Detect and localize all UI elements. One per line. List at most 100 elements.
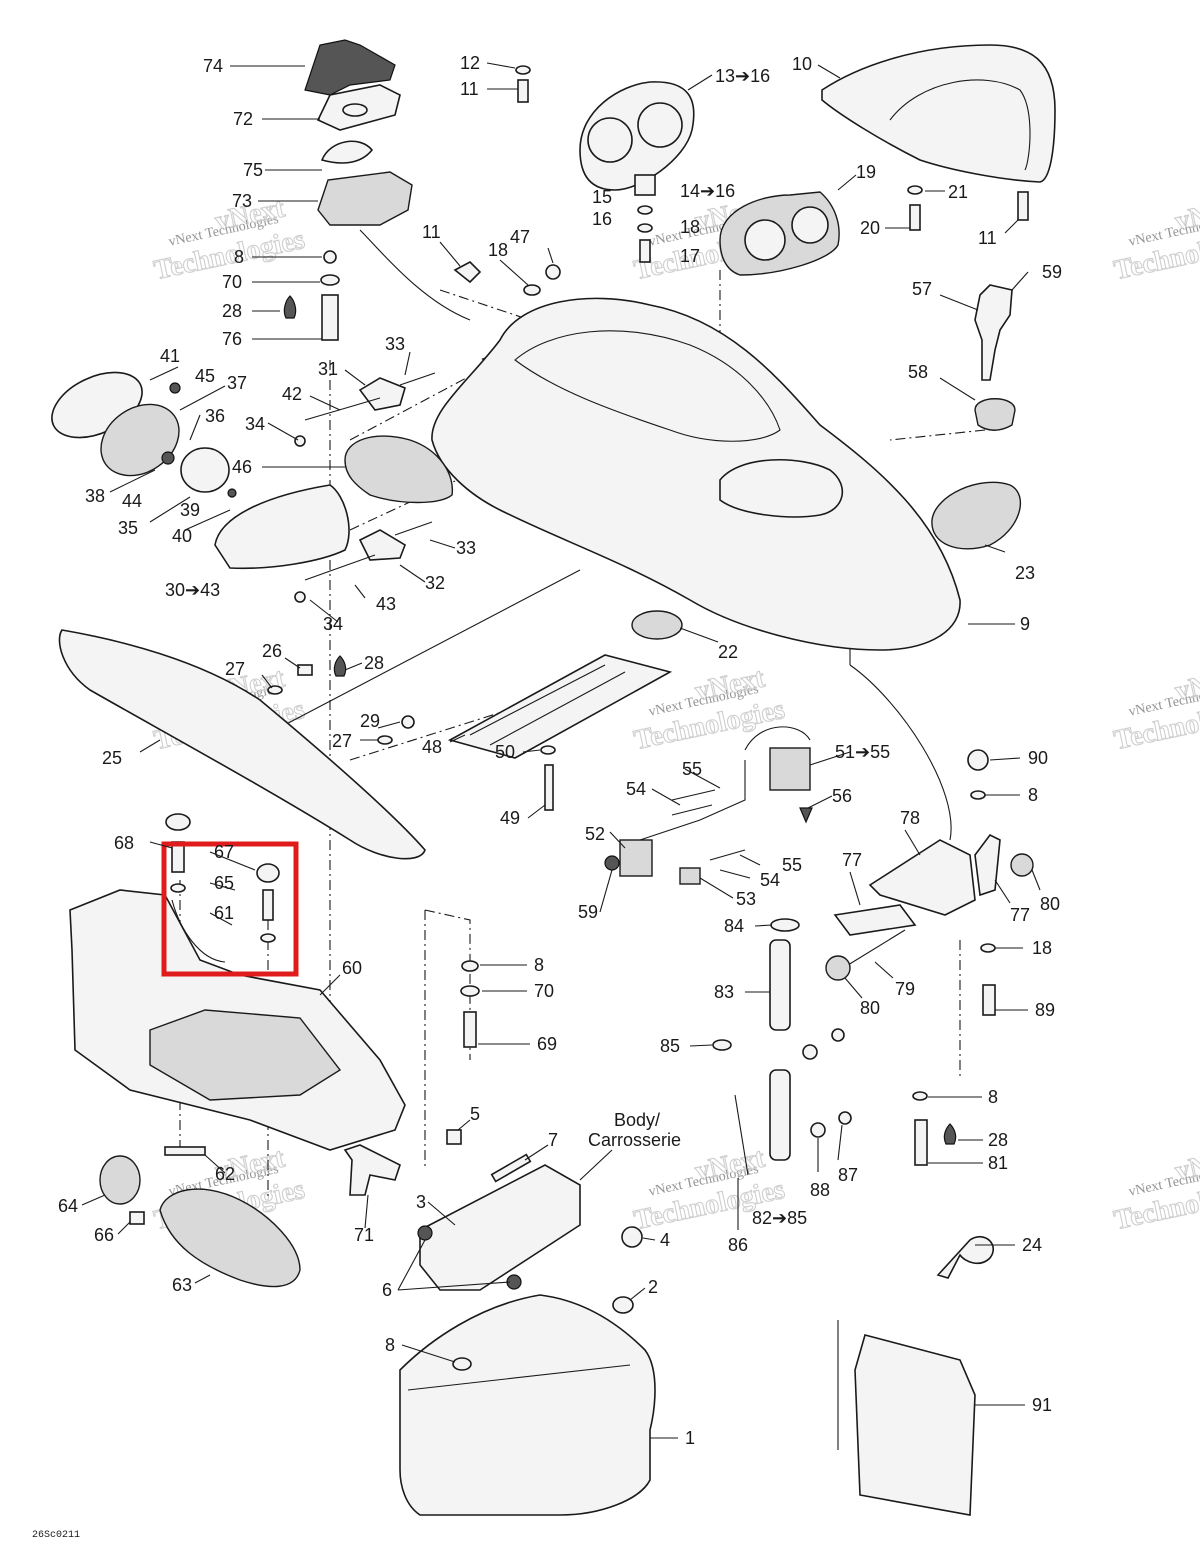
callout-7: 7 [548, 1130, 558, 1150]
body-label-line2: Carrosserie [588, 1130, 681, 1150]
part-6-fastener-left [417, 1225, 433, 1241]
callout-23: 23 [1015, 563, 1035, 583]
part-73-base [317, 171, 413, 226]
callout-42: 42 [282, 384, 302, 404]
callout-88: 88 [810, 1180, 830, 1200]
callout-70-top: 70 [222, 272, 242, 292]
callout-17: 17 [680, 246, 700, 266]
part-11-screw-right [1017, 191, 1029, 221]
part-88-washer-b [810, 1122, 826, 1138]
part-56-clip [799, 807, 813, 824]
callout-84: 84 [724, 916, 744, 936]
callout-34-bottom: 34 [323, 614, 343, 634]
part-61-washer-left [170, 883, 186, 893]
callout-54-bottom: 54 [760, 870, 780, 890]
callout-59-top: 59 [1042, 262, 1062, 282]
callout-8-right-top: 8 [1028, 785, 1038, 805]
callout-19: 19 [856, 162, 876, 182]
part-9-main-body [431, 297, 961, 651]
callout-75: 75 [243, 160, 263, 180]
part-78-bracket [868, 839, 976, 916]
callout-78: 78 [900, 808, 920, 828]
callout-80-right: 80 [1040, 894, 1060, 914]
callout-32: 32 [425, 573, 445, 593]
part-67-cap-right [256, 863, 280, 883]
callout-24: 24 [1022, 1235, 1042, 1255]
part-83-shock-upper [769, 939, 791, 1031]
callout-1: 1 [685, 1428, 695, 1448]
part-19-hole-b [791, 206, 829, 244]
drawing-code: 26Sc0211 [32, 1530, 80, 1541]
part-87-bushing-a [831, 1028, 845, 1042]
part-53-connector [679, 867, 701, 885]
body-label-line1: Body/ [614, 1110, 660, 1130]
callout-76: 76 [222, 329, 242, 349]
callout-82: 82➔85 [752, 1208, 807, 1228]
callout-62: 62 [215, 1164, 235, 1184]
callout-11-top: 11 [460, 79, 479, 99]
part-70-washer-center [460, 985, 480, 997]
part-36-mirror-mount [180, 447, 230, 493]
callout-67: 67 [214, 842, 234, 862]
callout-28-mid: 28 [364, 653, 384, 673]
callout-86: 86 [728, 1235, 748, 1255]
callout-39: 39 [180, 500, 200, 520]
part-10-windshield [821, 44, 1056, 183]
callout-46: 46 [232, 457, 252, 477]
part-90-nut [967, 749, 989, 771]
part-62-clip [164, 1146, 206, 1156]
callout-31: 31 [318, 359, 338, 379]
part-45-clip [169, 382, 181, 394]
callout-70-center: 70 [534, 981, 554, 1001]
part-88-washer-a [802, 1044, 818, 1060]
part-57-sensor [974, 284, 1013, 381]
part-67-cap-left [165, 813, 191, 831]
part-8-washer-bin [452, 1357, 472, 1371]
part-63-intake [159, 1188, 301, 1288]
part-21-washer [907, 185, 923, 195]
callout-80-left: 80 [860, 998, 880, 1018]
part-59-plug-left [604, 855, 620, 871]
part-30-side-panel [214, 484, 350, 570]
part-64-cap [99, 1155, 141, 1205]
part-15-nut [634, 174, 656, 196]
callout-14: 14➔16 [680, 181, 735, 201]
callout-28-right: 28 [988, 1130, 1008, 1150]
part-8-washer [323, 250, 337, 264]
part-75-cable [320, 140, 374, 164]
part-34-nut-top [294, 435, 306, 447]
callout-65: 65 [214, 873, 234, 893]
part-12-washer [515, 65, 531, 75]
part-8-washer-lower-right [912, 1091, 928, 1101]
part-61-washer-right [260, 933, 276, 943]
part-76-bolt [321, 294, 339, 341]
part-34-nut-bottom [294, 591, 306, 603]
callout-51: 51➔55 [835, 742, 890, 762]
callout-10: 10 [792, 54, 812, 74]
callout-90: 90 [1028, 748, 1048, 768]
callout-58: 58 [908, 362, 928, 382]
parts [51, 39, 1056, 1516]
part-46-mirror-housing [344, 435, 454, 504]
callout-53: 53 [736, 889, 756, 909]
part-50-washer [540, 745, 556, 755]
callout-12: 12 [460, 53, 480, 73]
callout-8-right-bottom: 8 [988, 1087, 998, 1107]
part-8-washer-right [970, 790, 986, 800]
callout-29: 29 [360, 711, 380, 731]
callout-59-left: 59 [578, 902, 598, 922]
callout-5: 5 [470, 1104, 480, 1124]
callout-21: 21 [948, 182, 968, 202]
callout-77-left: 77 [842, 850, 862, 870]
part-38-ball [161, 451, 175, 465]
part-3-panel [419, 1164, 581, 1291]
part-58-grommet [974, 398, 1016, 431]
part-18-washer-mid [523, 284, 541, 296]
callout-77-right: 77 [1010, 905, 1030, 925]
callout-52: 52 [585, 824, 605, 844]
callout-56: 56 [832, 786, 852, 806]
part-69-bolt [463, 1011, 477, 1048]
callout-2: 2 [648, 1277, 658, 1297]
part-31-mirror-bracket [358, 377, 406, 411]
callout-81: 81 [988, 1153, 1008, 1173]
